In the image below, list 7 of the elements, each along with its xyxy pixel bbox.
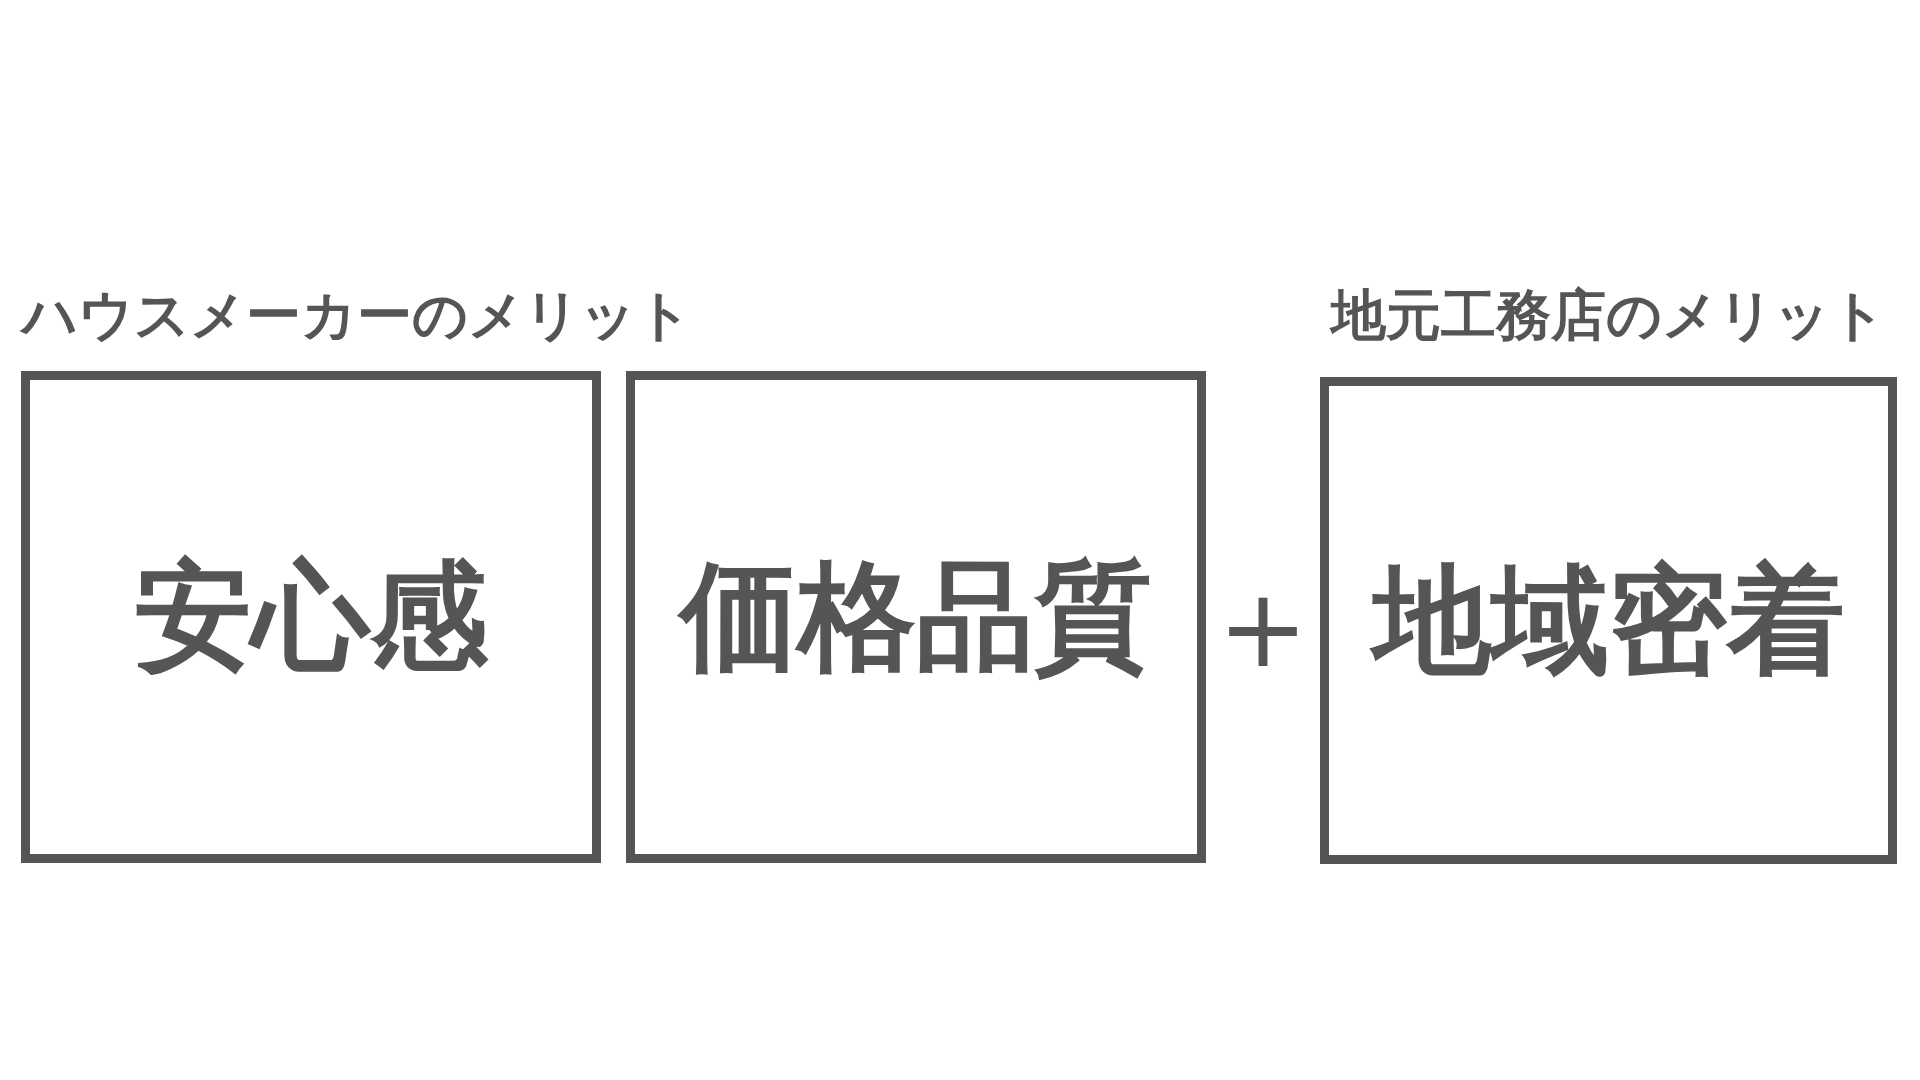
- heading: ハウスメーカーのメリット: [22, 284, 692, 348]
- panel-box: [626, 371, 1206, 863]
- heading: 地元工務店のメリット: [1331, 284, 1886, 348]
- panel-text: 安心感: [134, 552, 488, 682]
- panel-box: [21, 371, 601, 863]
- panel-box: [1320, 377, 1897, 864]
- plus-sign: +: [1217, 575, 1309, 683]
